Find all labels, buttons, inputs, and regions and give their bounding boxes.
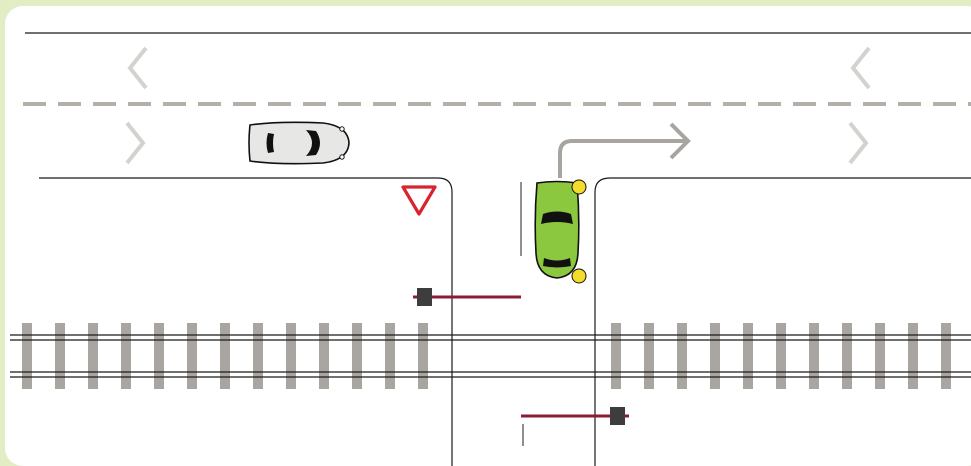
rail-tie [385, 323, 395, 389]
rail-tie [154, 323, 164, 389]
rail-tie [121, 323, 131, 389]
right-turn-arrow-icon [558, 122, 691, 178]
rail-tie [286, 323, 296, 389]
car-icon [248, 121, 350, 165]
yield-sign-icon [401, 185, 437, 216]
rail-tie [253, 323, 263, 389]
rail-tie [941, 323, 951, 389]
railroad-track [10, 323, 971, 389]
rail-tie [220, 323, 230, 389]
car-icon [534, 179, 587, 284]
rail-ties-right [611, 323, 951, 389]
rail-tie [352, 323, 362, 389]
railroad-crossing-gate-icon [413, 288, 521, 306]
chevron-right-icon [848, 121, 869, 165]
rail-tie [55, 323, 65, 389]
rail-tie [418, 323, 428, 389]
rail-tie [319, 323, 329, 389]
turn-signal-light [571, 179, 587, 195]
rail-ties-left [22, 323, 428, 389]
turn-signal-light [571, 268, 587, 284]
rail-tie [187, 323, 197, 389]
rail-tie [710, 323, 720, 389]
chevron-left-icon [850, 46, 871, 90]
rail-tie [842, 323, 852, 389]
rail-tie [22, 323, 32, 389]
rail-tie [644, 323, 654, 389]
diagram-panel [5, 6, 971, 466]
rail-tie [908, 323, 918, 389]
road-bottom-edge-left [39, 177, 453, 466]
rail-tie [776, 323, 786, 389]
rail-tie [743, 323, 753, 389]
rail-tie [611, 323, 621, 389]
railroad-crossing-gate-icon [521, 407, 629, 446]
chevron-left-icon [127, 46, 148, 90]
chevron-right-icon [125, 121, 146, 165]
intersection-diagram [10, 32, 971, 466]
rail-tie [88, 323, 98, 389]
rail-tie [875, 323, 885, 389]
road-bottom-edge-right [594, 177, 971, 466]
rail-tie [809, 323, 819, 389]
rail-tie [677, 323, 687, 389]
